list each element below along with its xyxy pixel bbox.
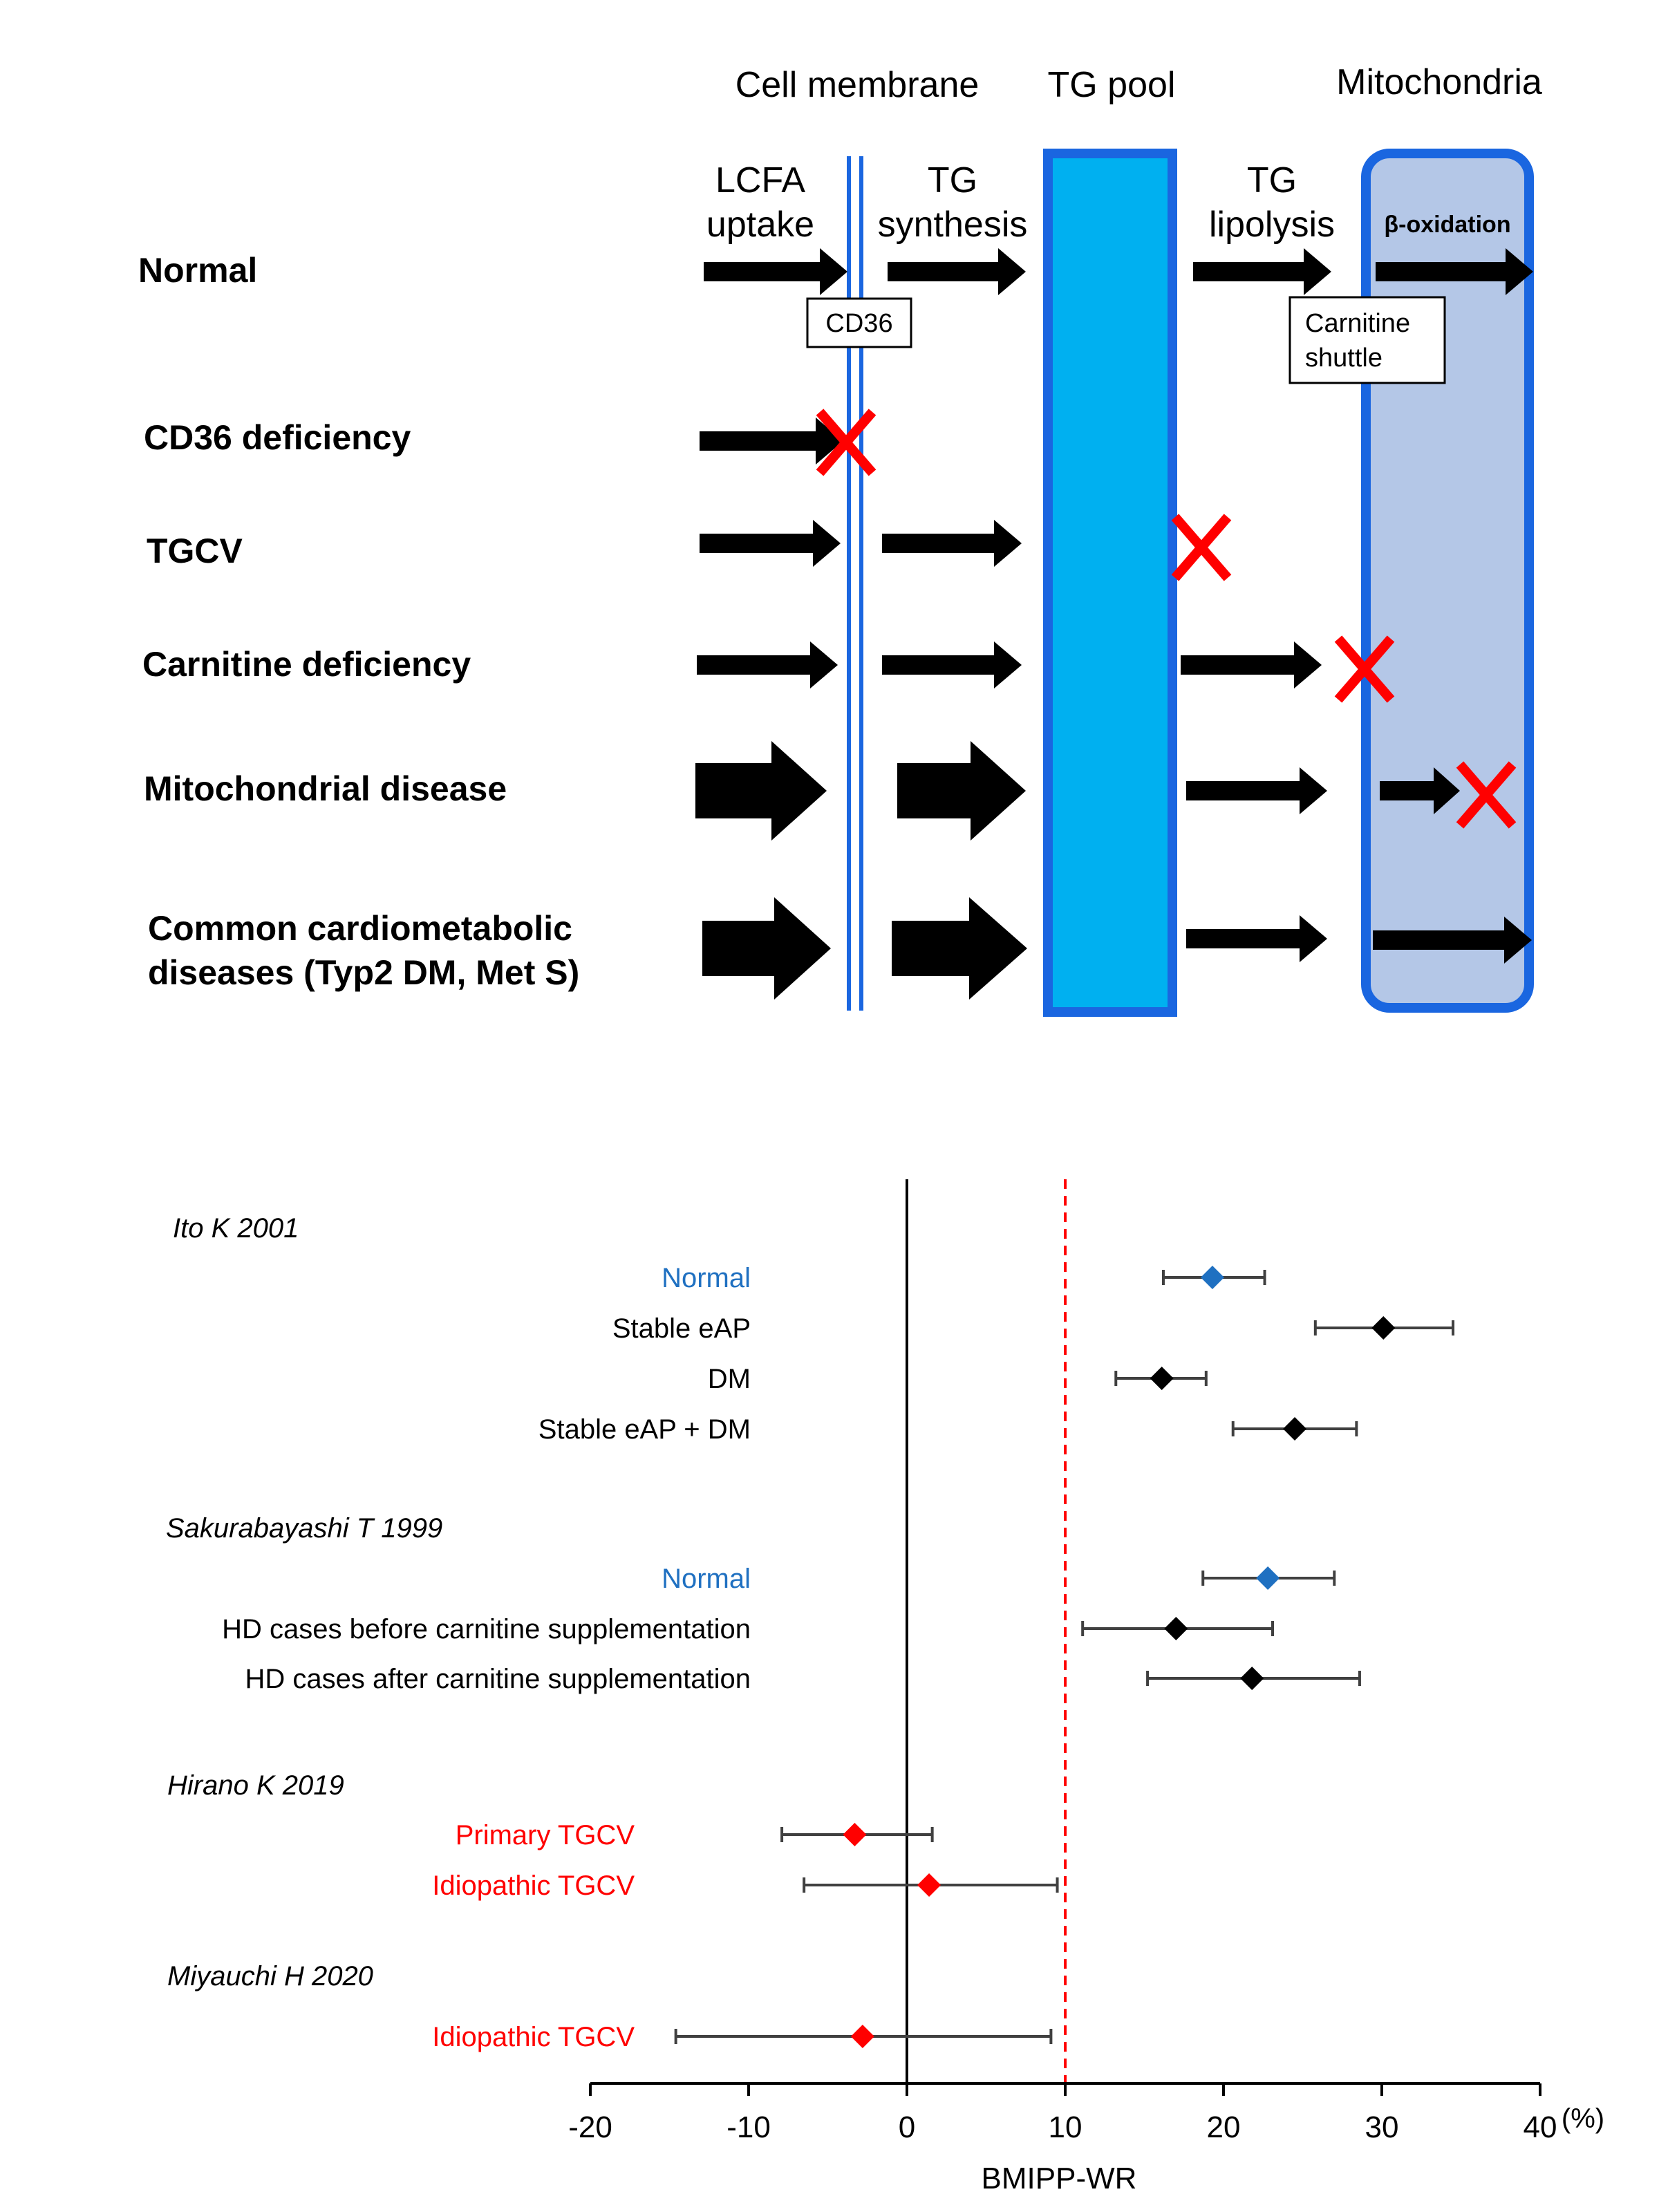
arrow-cd36def-uptake [700, 418, 843, 465]
reference-lines [906, 1179, 1067, 2083]
group-label: HD cases before carnitine supplementatio… [222, 1614, 751, 1644]
header-tg-pool: TG pool [1048, 65, 1176, 105]
step-beta-oxidation: β-oxidation [1384, 212, 1510, 238]
study-label: Miyauchi H 2020 [167, 1961, 373, 1991]
point-estimate-diamond [850, 2025, 874, 2048]
step-lcfa-uptake-line1: LCFA [715, 160, 805, 200]
step-tg-synthesis-line2: synthesis [878, 205, 1028, 245]
tg-pool-bar [1043, 149, 1177, 1017]
group-label: Idiopathic TGCV [432, 1871, 635, 1901]
x-tick-label: -10 [727, 2110, 771, 2144]
arrow-tgcv-uptake [700, 520, 841, 567]
group-label: Idiopathic TGCV [432, 2022, 635, 2052]
x-tick-label: 30 [1365, 2110, 1399, 2144]
x-tick-label: 10 [1049, 2110, 1082, 2144]
group-label: Stable eAP + DM [538, 1414, 751, 1445]
arrow-mito-uptake [695, 741, 827, 841]
x-axis-unit: (%) [1562, 2103, 1604, 2134]
arrow-normal-uptake [704, 248, 847, 295]
study-label: Ito K 2001 [173, 1213, 299, 1244]
x-axis: -20 -10 0 10 20 30 40 [568, 2082, 1557, 2144]
header-mitochondria: Mitochondria [1336, 62, 1542, 102]
arrow-cardio-synthesis [892, 897, 1027, 1000]
row-label-cardiometabolic-line2: diseases (Typ2 DM, Met S) [148, 953, 579, 992]
step-tg-synthesis-line1: TG [928, 160, 977, 200]
point-estimate-diamond [1164, 1617, 1188, 1640]
x-tick-label: 40 [1524, 2110, 1557, 2144]
point-estimate-diamond [843, 1823, 867, 1846]
arrow-tgcv-synthesis [882, 520, 1022, 567]
cd36-box [806, 297, 912, 348]
group-label: HD cases after carnitine supplementation [245, 1664, 751, 1694]
arrow-normal-oxidation [1376, 248, 1533, 295]
group-label: Normal [662, 1263, 751, 1293]
arrow-normal-synthesis [888, 248, 1026, 295]
row-label-cardiometabolic-line1: Common cardiometabolic [148, 909, 572, 948]
x-axis-title: BMIPP-WR [982, 2162, 1137, 2195]
arrow-cardio-lipolysis [1186, 915, 1327, 962]
x-tick-label: 0 [899, 2110, 915, 2144]
study-label: Hirano K 2019 [167, 1770, 344, 1801]
group-label: Primary TGCV [456, 1820, 635, 1850]
carnitine-shuttle-box [1288, 296, 1446, 384]
carnitine-shuttle-label-line2: shuttle [1305, 344, 1382, 373]
point-estimate-diamond [1283, 1417, 1307, 1441]
point-estimate-diamond [1150, 1367, 1174, 1390]
arrow-mito-lipolysis [1186, 767, 1327, 814]
block-mark-tgcv [1171, 514, 1232, 581]
block-mark-carnitine [1334, 635, 1395, 703]
carnitine-shuttle-label-line1: Carnitine [1305, 309, 1410, 338]
arrow-mito-synthesis [897, 741, 1026, 841]
point-estimate-diamond [1371, 1316, 1396, 1340]
estimate-marks [674, 1266, 1455, 2048]
point-estimate-diamond [917, 1873, 941, 1897]
x-tick-label: -20 [568, 2110, 612, 2144]
point-estimate-diamond [1240, 1667, 1264, 1690]
arrow-mito-oxidation [1380, 767, 1460, 814]
row-label-cd36-deficiency: CD36 deficiency [144, 418, 411, 457]
step-tg-lipolysis-line2: lipolysis [1209, 205, 1335, 245]
block-marks [816, 409, 1517, 829]
arrow-carndef-uptake [697, 641, 838, 688]
block-mark-mitochondrial [1456, 761, 1517, 829]
block-mark-cd36 [816, 409, 877, 476]
cd36-label: CD36 [825, 309, 892, 338]
flux-arrows [695, 248, 1533, 1000]
row-label-normal: Normal [138, 251, 257, 290]
row-label-tgcv: TGCV [147, 532, 243, 570]
step-lcfa-uptake-line2: uptake [706, 205, 814, 245]
row-label-mitochondrial-disease: Mitochondrial disease [144, 769, 507, 808]
row-label-carnitine-deficiency: Carnitine deficiency [142, 645, 471, 684]
group-label: Stable eAP [612, 1313, 751, 1344]
header-cell-membrane: Cell membrane [735, 65, 980, 105]
arrow-normal-lipolysis [1193, 248, 1331, 295]
arrow-carndef-lipolysis [1181, 641, 1322, 688]
point-estimate-diamond [1200, 1266, 1224, 1289]
x-tick-label: 20 [1207, 2110, 1241, 2144]
pathway-diagram: Cell membrane TG pool Mitochondria LCFA … [138, 62, 1542, 1017]
group-label: DM [708, 1364, 751, 1394]
study-label: Sakurabayashi T 1999 [166, 1513, 442, 1544]
arrow-cardio-oxidation [1373, 917, 1532, 964]
arrow-carndef-synthesis [882, 641, 1022, 688]
arrow-cardio-uptake [702, 897, 831, 1000]
point-estimate-diamond [1256, 1566, 1280, 1590]
step-tg-lipolysis-line1: TG [1247, 160, 1297, 200]
group-label: Normal [662, 1564, 751, 1594]
mitochondria-compartment [1361, 149, 1534, 1013]
